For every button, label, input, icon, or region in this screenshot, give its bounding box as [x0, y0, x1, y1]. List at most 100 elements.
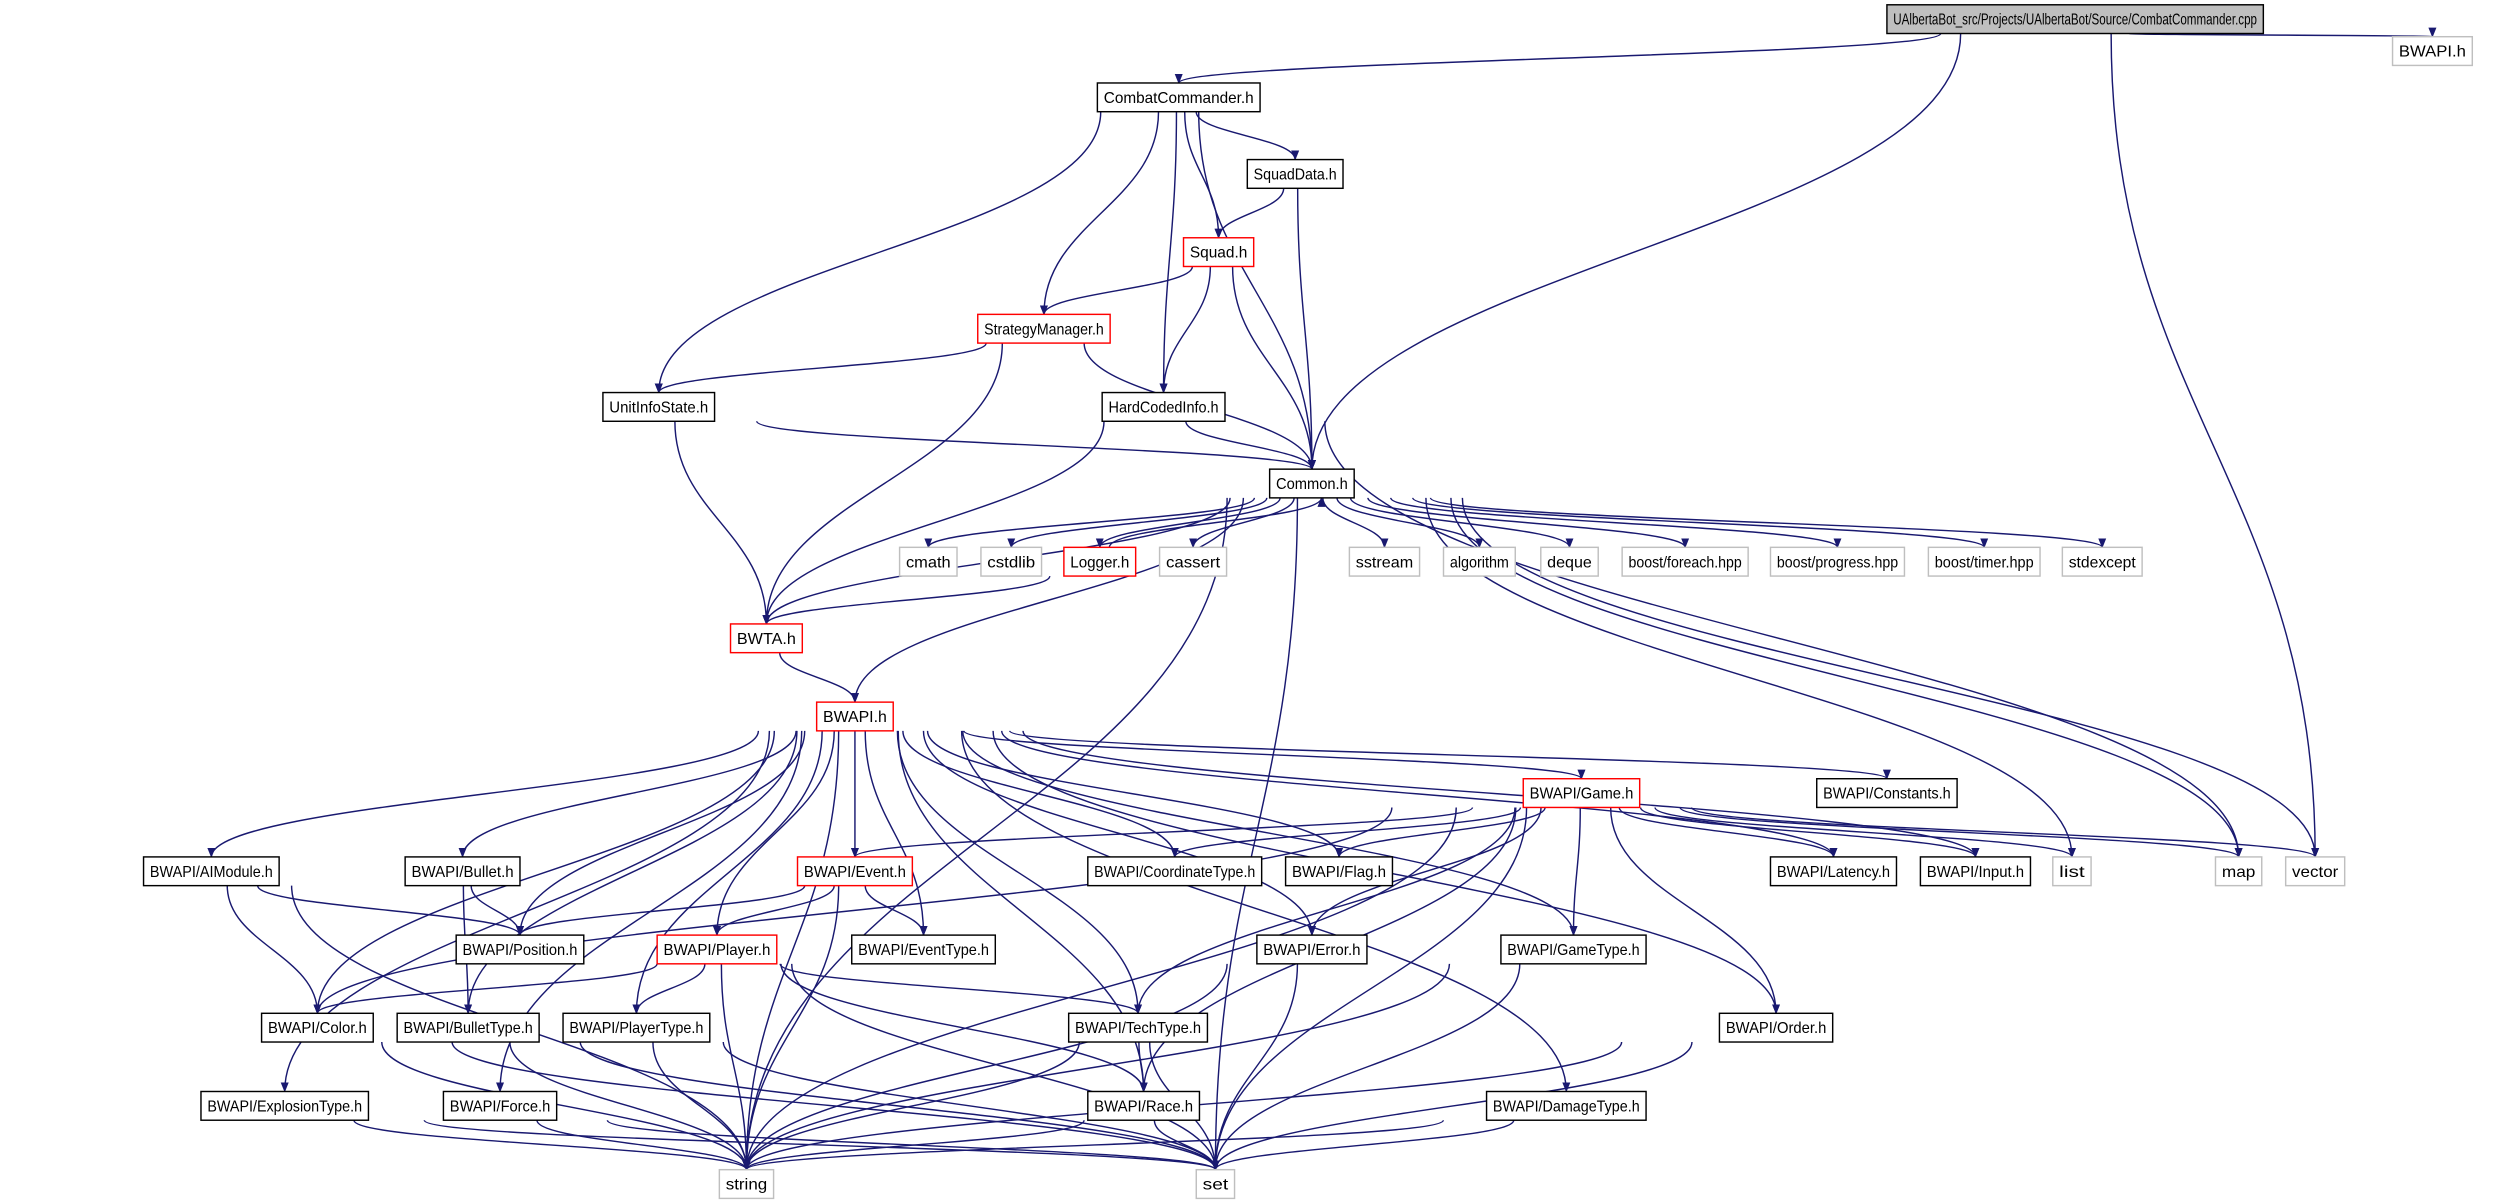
- node-label-aimodule[interactable]: BWAPI/AIModule.h: [150, 864, 273, 881]
- node-label-squaddata[interactable]: SquadData.h: [1254, 167, 1337, 184]
- node-box-strat[interactable]: [977, 313, 1111, 344]
- node-box-coord[interactable]: [1087, 856, 1263, 887]
- node-box-cpp[interactable]: [1886, 4, 2265, 35]
- node-latency[interactable]: BWAPI/Latency.h: [1769, 856, 1898, 887]
- node-label-common[interactable]: Common.h: [1276, 476, 1348, 493]
- node-label-techtype[interactable]: BWAPI/TechType.h: [1075, 1020, 1201, 1037]
- node-label-player[interactable]: BWAPI/Player.h: [664, 942, 771, 959]
- node-explosion[interactable]: BWAPI/ExplosionType.h: [200, 1090, 370, 1121]
- node-box-eventtype[interactable]: [851, 934, 997, 965]
- node-box-game[interactable]: [1522, 778, 1641, 809]
- node-box-bwapi[interactable]: [815, 701, 894, 732]
- node-label-event[interactable]: BWAPI/Event.h: [804, 864, 906, 881]
- node-label-uis[interactable]: UnitInfoState.h: [609, 399, 708, 416]
- node-box-order[interactable]: [1718, 1012, 1834, 1043]
- node-uis[interactable]: UnitInfoState.h: [602, 391, 716, 422]
- node-label-strat[interactable]: StrategyManager.h: [984, 321, 1104, 338]
- node-bullettype[interactable]: BWAPI/BulletType.h: [396, 1012, 540, 1043]
- node-aimodule[interactable]: BWAPI/AIModule.h: [142, 856, 280, 887]
- node-box-squad[interactable]: [1182, 237, 1255, 268]
- node-label-constants[interactable]: BWAPI/Constants.h: [1823, 786, 1951, 803]
- node-label-gametype[interactable]: BWAPI/GameType.h: [1507, 942, 1639, 959]
- node-label-error[interactable]: BWAPI/Error.h: [1263, 942, 1360, 959]
- node-label-force[interactable]: BWAPI/Force.h: [450, 1098, 550, 1115]
- node-box-player[interactable]: [656, 934, 778, 965]
- node-logger[interactable]: Logger.h: [1063, 546, 1137, 577]
- node-bwta[interactable]: BWTA.h: [729, 623, 804, 654]
- node-game[interactable]: BWAPI/Game.h: [1522, 778, 1641, 809]
- node-box-logger[interactable]: [1063, 546, 1137, 577]
- node-common[interactable]: Common.h: [1268, 468, 1355, 499]
- node-box-bullet[interactable]: [404, 856, 521, 887]
- node-label-damagetype[interactable]: BWAPI/DamageType.h: [1493, 1098, 1640, 1115]
- node-box-position[interactable]: [455, 934, 585, 965]
- node-coord[interactable]: BWAPI/CoordinateType.h: [1087, 856, 1263, 887]
- node-box-hci[interactable]: [1101, 391, 1226, 422]
- node-label-order[interactable]: BWAPI/Order.h: [1726, 1020, 1826, 1037]
- node-label-cc[interactable]: CombatCommander.h: [1104, 90, 1254, 107]
- node-box-race[interactable]: [1087, 1090, 1201, 1121]
- node-box-event[interactable]: [796, 856, 914, 887]
- node-position[interactable]: BWAPI/Position.h: [455, 934, 585, 965]
- node-box-latency[interactable]: [1769, 856, 1898, 887]
- node-flag[interactable]: BWAPI/Flag.h: [1284, 856, 1394, 887]
- node-eventtype[interactable]: BWAPI/EventType.h: [851, 934, 997, 965]
- node-label-bullet[interactable]: BWAPI/Bullet.h: [412, 864, 514, 881]
- node-label-race[interactable]: BWAPI/Race.h: [1094, 1098, 1193, 1115]
- node-input[interactable]: BWAPI/Input.h: [1919, 856, 2032, 887]
- node-box-techtype[interactable]: [1067, 1012, 1209, 1043]
- node-damagetype[interactable]: BWAPI/DamageType.h: [1485, 1090, 1647, 1121]
- node-color[interactable]: BWAPI/Color.h: [260, 1012, 374, 1043]
- node-label-bwta[interactable]: BWTA.h: [737, 631, 796, 648]
- node-strat[interactable]: StrategyManager.h: [977, 313, 1111, 344]
- node-box-damagetype[interactable]: [1485, 1090, 1647, 1121]
- node-box-gametype[interactable]: [1500, 934, 1647, 965]
- node-race[interactable]: BWAPI/Race.h: [1087, 1090, 1201, 1121]
- node-box-input[interactable]: [1919, 856, 2032, 887]
- node-playertype[interactable]: BWAPI/PlayerType.h: [562, 1012, 711, 1043]
- node-label-latency[interactable]: BWAPI/Latency.h: [1777, 864, 1890, 881]
- node-box-flag[interactable]: [1284, 856, 1394, 887]
- node-label-eventtype[interactable]: BWAPI/EventType.h: [858, 942, 989, 959]
- node-box-color[interactable]: [260, 1012, 374, 1043]
- node-box-bullettype[interactable]: [396, 1012, 540, 1043]
- node-label-logger[interactable]: Logger.h: [1070, 554, 1129, 571]
- node-cpp[interactable]: UAlbertaBot_src/Projects/UAlbertaBot/Sou…: [1886, 4, 2265, 35]
- node-bullet[interactable]: BWAPI/Bullet.h: [404, 856, 521, 887]
- node-label-squad[interactable]: Squad.h: [1190, 245, 1247, 262]
- node-error[interactable]: BWAPI/Error.h: [1256, 934, 1368, 965]
- node-event[interactable]: BWAPI/Event.h: [796, 856, 914, 887]
- node-label-position[interactable]: BWAPI/Position.h: [463, 942, 578, 959]
- node-force[interactable]: BWAPI/Force.h: [442, 1090, 558, 1121]
- node-hci[interactable]: HardCodedInfo.h: [1101, 391, 1226, 422]
- node-box-playertype[interactable]: [562, 1012, 711, 1043]
- node-cc[interactable]: CombatCommander.h: [1096, 82, 1261, 113]
- node-box-bwta[interactable]: [729, 623, 804, 654]
- node-label-hci[interactable]: HardCodedInfo.h: [1109, 399, 1219, 416]
- node-gametype[interactable]: BWAPI/GameType.h: [1500, 934, 1647, 965]
- node-bwapi[interactable]: BWAPI.h: [815, 701, 894, 732]
- node-label-color[interactable]: BWAPI/Color.h: [268, 1020, 367, 1037]
- node-order[interactable]: BWAPI/Order.h: [1718, 1012, 1834, 1043]
- node-label-input[interactable]: BWAPI/Input.h: [1927, 864, 2024, 881]
- node-label-coord[interactable]: BWAPI/CoordinateType.h: [1094, 864, 1255, 881]
- node-box-common[interactable]: [1268, 468, 1355, 499]
- node-label-bullettype[interactable]: BWAPI/BulletType.h: [404, 1020, 533, 1037]
- node-label-bwapi[interactable]: BWAPI.h: [823, 709, 887, 726]
- node-box-explosion[interactable]: [200, 1090, 370, 1121]
- node-box-squaddata[interactable]: [1246, 158, 1344, 190]
- node-label-playertype[interactable]: BWAPI/PlayerType.h: [569, 1020, 703, 1037]
- node-squad[interactable]: Squad.h: [1182, 237, 1255, 268]
- node-techtype[interactable]: BWAPI/TechType.h: [1067, 1012, 1209, 1043]
- node-label-cpp[interactable]: UAlbertaBot_src/Projects/UAlbertaBot/Sou…: [1893, 12, 2257, 29]
- node-box-uis[interactable]: [602, 391, 716, 422]
- node-constants[interactable]: BWAPI/Constants.h: [1816, 778, 1958, 809]
- node-box-force[interactable]: [442, 1090, 558, 1121]
- node-label-game[interactable]: BWAPI/Game.h: [1530, 786, 1634, 803]
- node-label-explosion[interactable]: BWAPI/ExplosionType.h: [207, 1098, 362, 1115]
- node-label-flag[interactable]: BWAPI/Flag.h: [1292, 864, 1386, 881]
- node-box-aimodule[interactable]: [142, 856, 280, 887]
- node-player[interactable]: BWAPI/Player.h: [656, 934, 778, 965]
- node-box-constants[interactable]: [1816, 778, 1958, 809]
- node-squaddata[interactable]: SquadData.h: [1246, 158, 1344, 190]
